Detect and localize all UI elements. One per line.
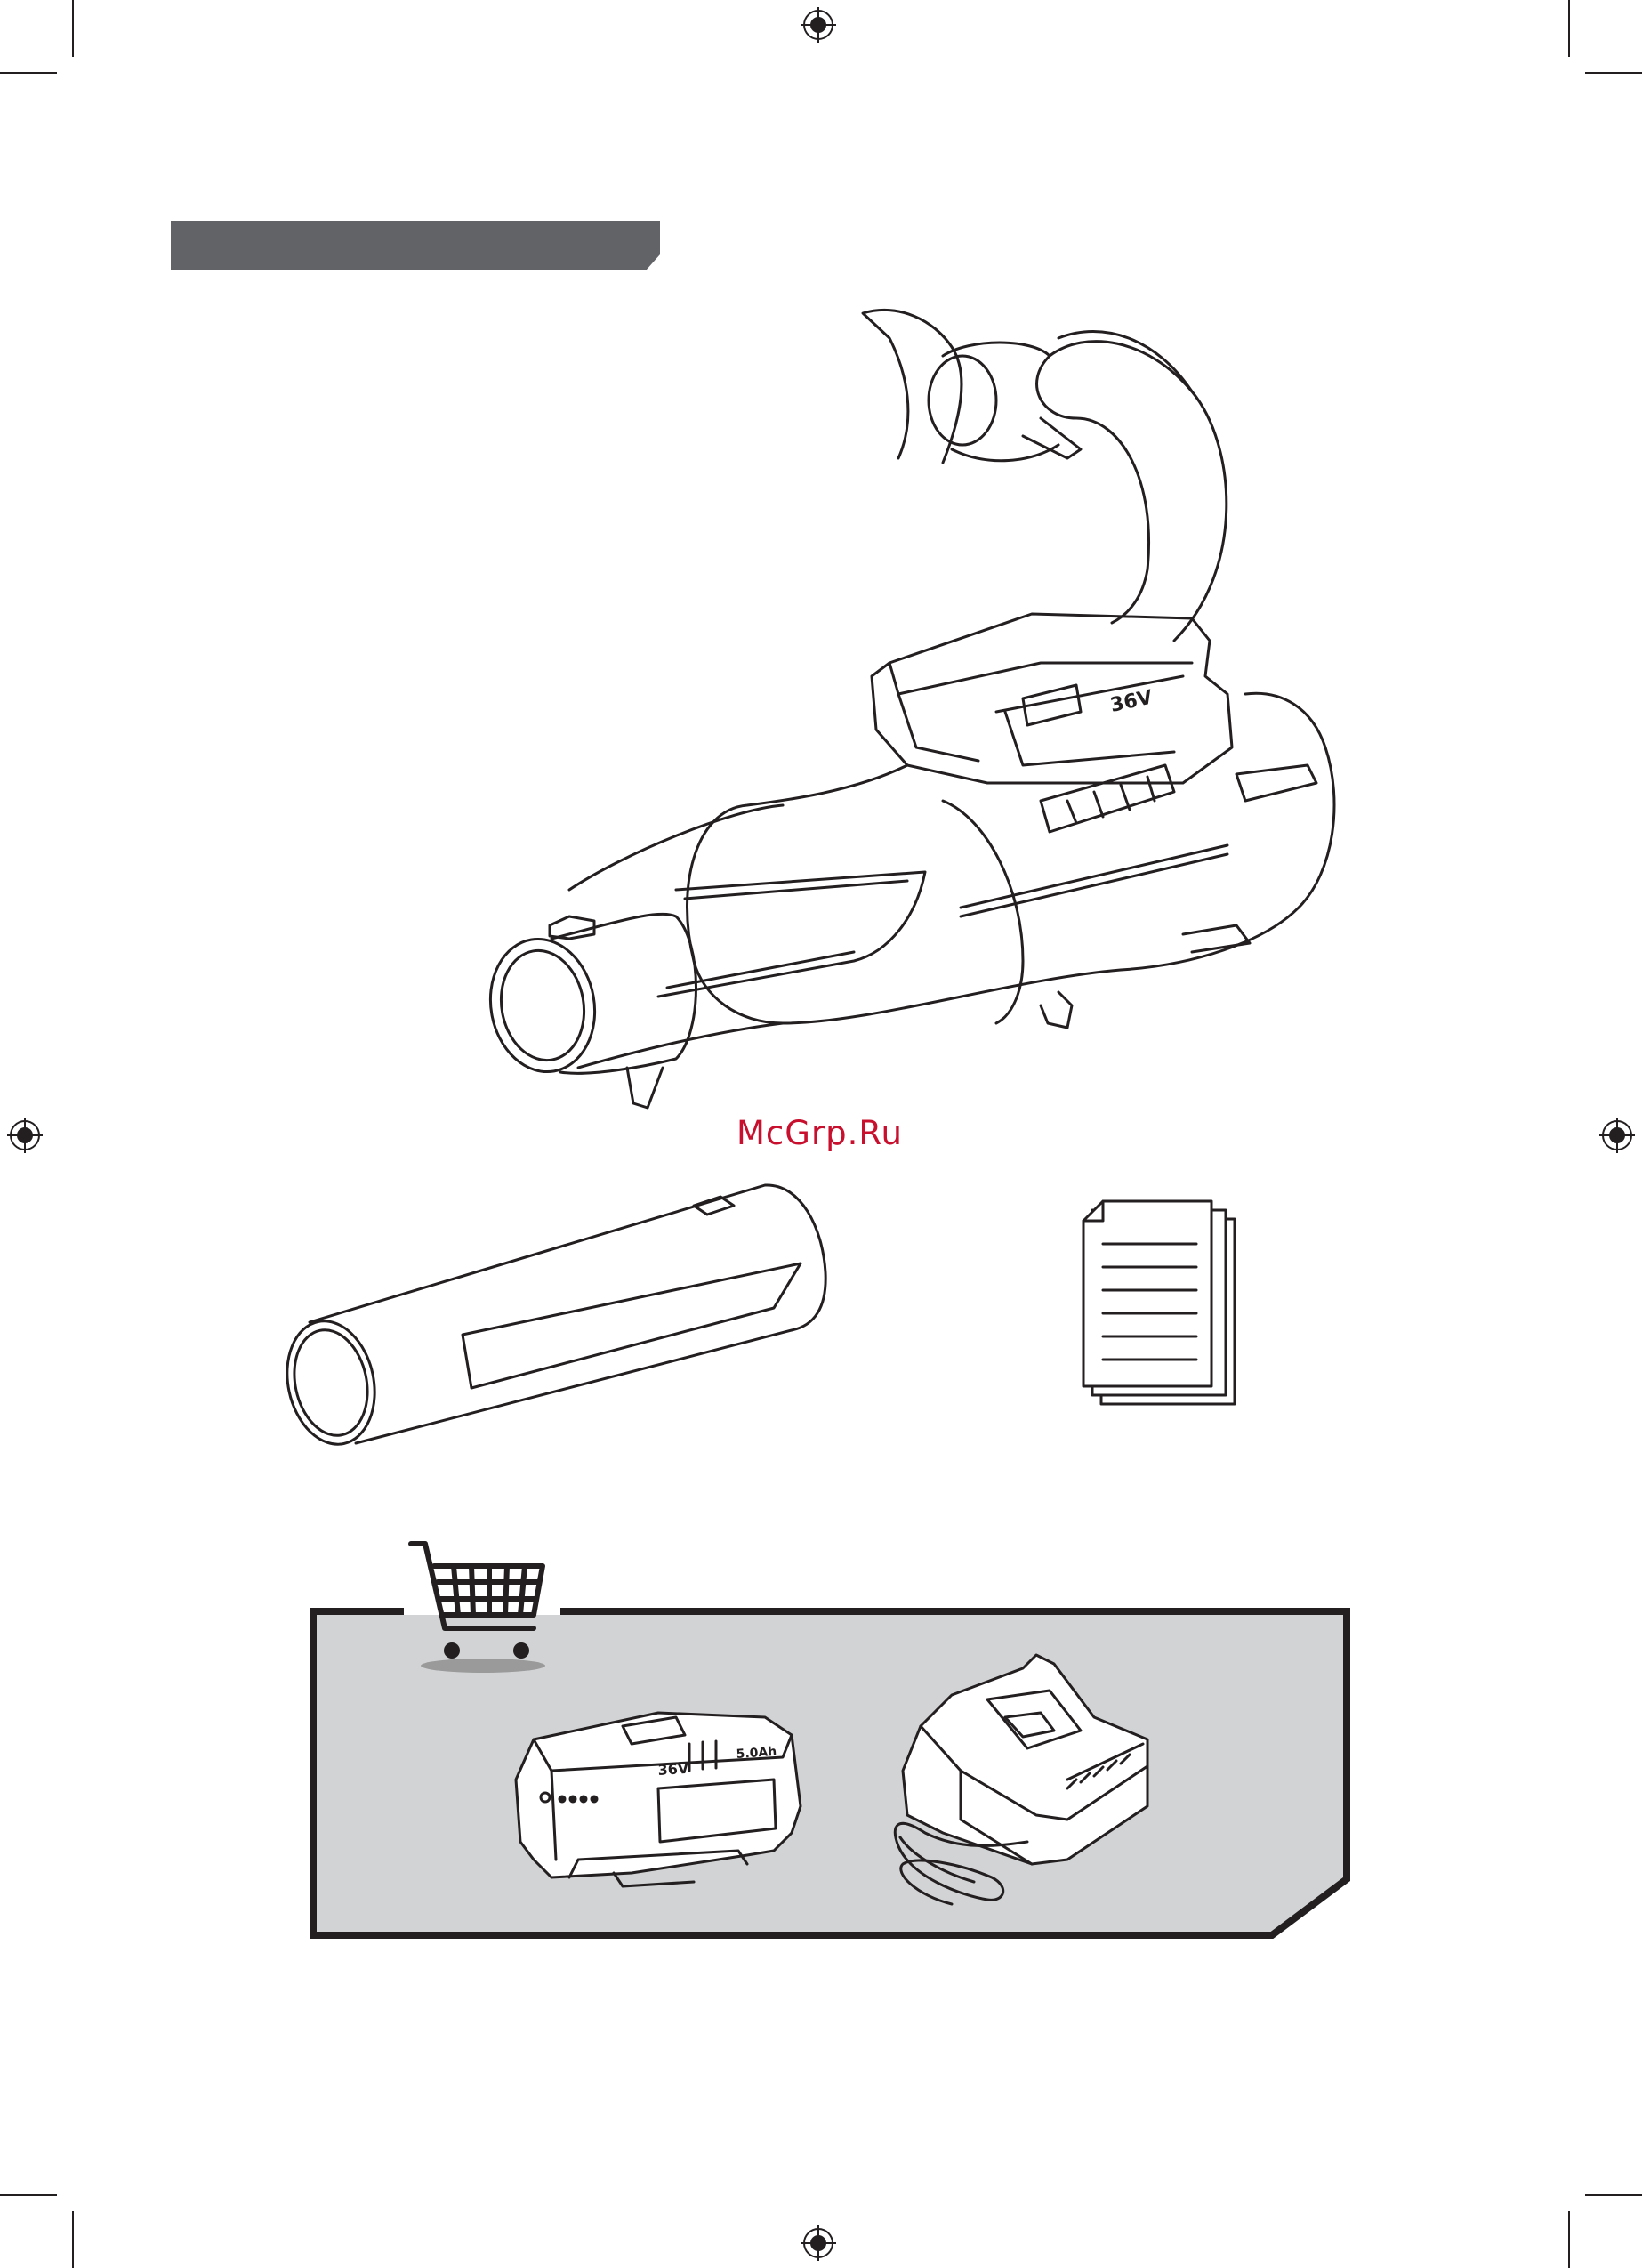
charger-icon [0,0,1642,2268]
